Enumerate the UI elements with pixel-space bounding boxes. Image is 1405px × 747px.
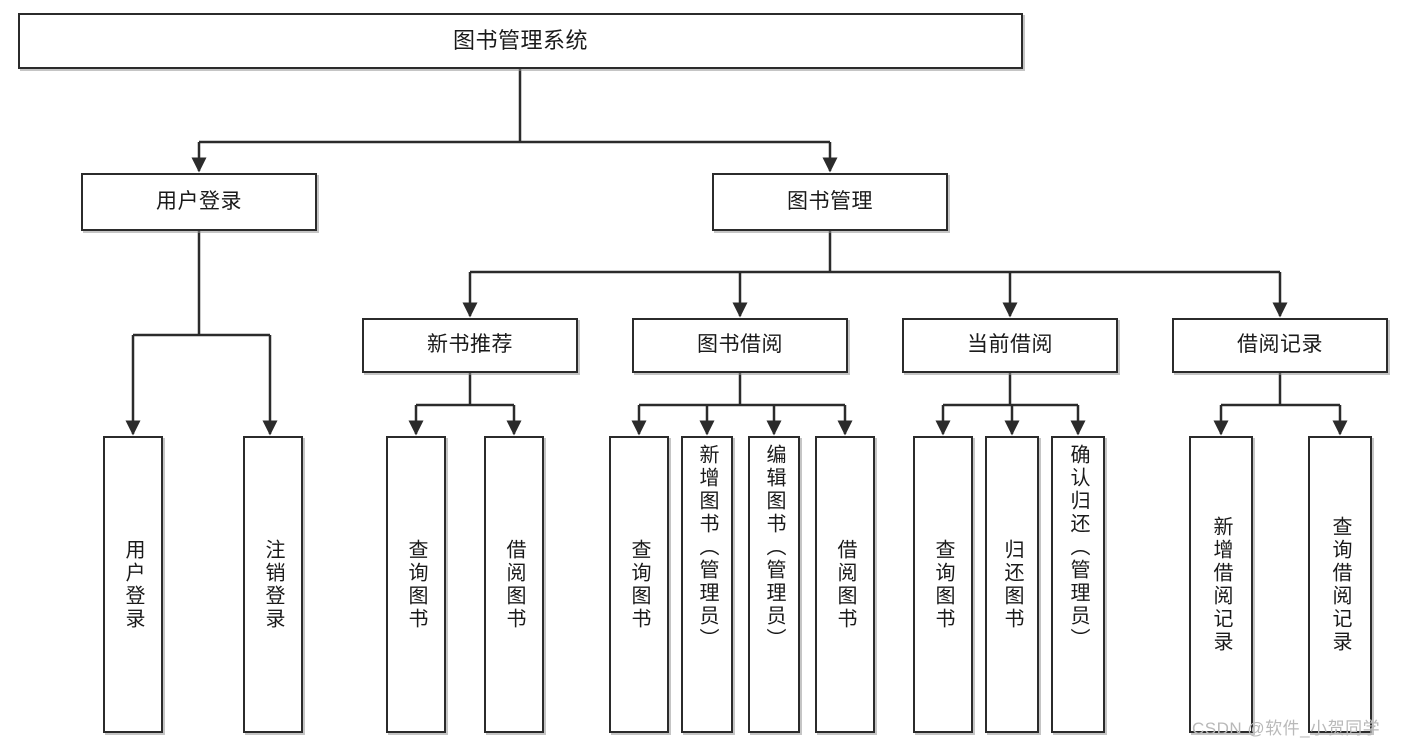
node-submodule-3[interactable]: 当前借阅	[902, 318, 1118, 373]
node-submodule-4[interactable]: 借阅记录	[1172, 318, 1388, 373]
node-branch-2[interactable]: 图书管理	[712, 173, 948, 231]
node-leaf-3[interactable]: 查询图书	[386, 436, 446, 733]
node-label: 查询图书	[628, 538, 650, 631]
node-label: 借阅图书	[503, 538, 525, 631]
node-label: 图书借阅	[697, 333, 783, 357]
node-leaf-7[interactable]: 编辑图书（管理员）	[748, 436, 800, 733]
csdn-watermark: CSDN @软件_小贺同学	[1192, 719, 1381, 738]
node-leaf-4[interactable]: 借阅图书	[484, 436, 544, 733]
node-leaf-1[interactable]: 用户登录	[103, 436, 163, 733]
node-leaf-12[interactable]: 新增借阅记录	[1189, 436, 1253, 733]
node-label: 确认归还（管理员）	[1067, 444, 1089, 651]
node-label: 新书推荐	[427, 333, 513, 357]
node-label: 借阅图书	[834, 538, 856, 631]
node-label: 用户登录	[156, 189, 242, 213]
node-label: 查询图书	[405, 538, 427, 631]
node-label: 借阅记录	[1237, 333, 1323, 357]
node-leaf-13[interactable]: 查询借阅记录	[1308, 436, 1372, 733]
node-label: 新增借阅记录	[1210, 515, 1232, 654]
node-label: 图书管理	[787, 189, 873, 213]
node-leaf-10[interactable]: 归还图书	[985, 436, 1039, 733]
node-leaf-6[interactable]: 新增图书（管理员）	[681, 436, 733, 733]
node-submodule-1[interactable]: 新书推荐	[362, 318, 578, 373]
node-label: 归还图书	[1001, 538, 1023, 631]
node-leaf-9[interactable]: 查询图书	[913, 436, 973, 733]
node-label: 编辑图书（管理员）	[763, 444, 785, 651]
node-leaf-2[interactable]: 注销登录	[243, 436, 303, 733]
node-label: 图书管理系统	[452, 28, 588, 54]
node-label: 当前借阅	[967, 333, 1053, 357]
node-leaf-5[interactable]: 查询图书	[609, 436, 669, 733]
node-label: 新增图书（管理员）	[696, 444, 718, 651]
node-label: 查询图书	[932, 538, 954, 631]
node-leaf-8[interactable]: 借阅图书	[815, 436, 875, 733]
node-label: 注销登录	[262, 538, 284, 631]
node-submodule-2[interactable]: 图书借阅	[632, 318, 848, 373]
node-root-system[interactable]: 图书管理系统	[18, 13, 1023, 69]
node-label: 用户登录	[122, 538, 144, 631]
node-branch-1[interactable]: 用户登录	[81, 173, 317, 231]
node-label: 查询借阅记录	[1329, 515, 1351, 654]
node-leaf-11[interactable]: 确认归还（管理员）	[1051, 436, 1105, 733]
